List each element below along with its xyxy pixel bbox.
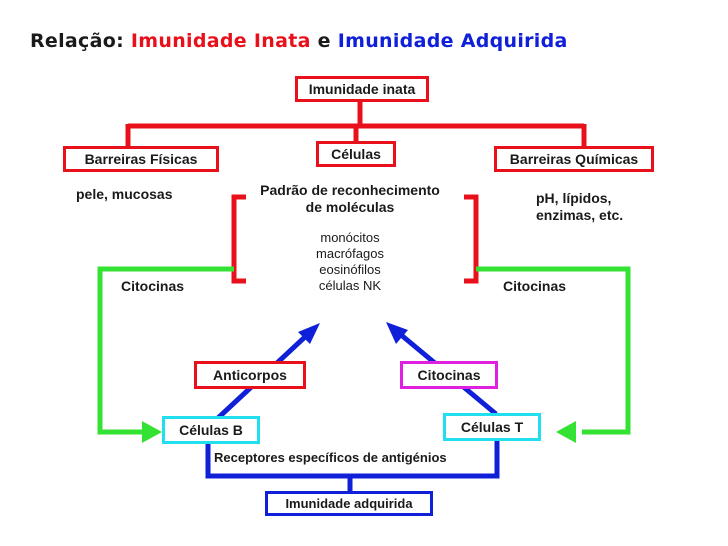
acquired-immunity-box: Imunidade adquirida bbox=[265, 491, 433, 516]
recognition-line-1: Padrão de reconhecimento bbox=[260, 182, 440, 198]
list-item: eosinófilos bbox=[319, 262, 381, 277]
cell-types-list: monócitos macrófagos eosinófilos células… bbox=[282, 230, 418, 294]
cytokine-loop-lines bbox=[97, 266, 631, 435]
recognition-pattern-label: Padrão de reconhecimento de moléculas bbox=[242, 182, 458, 216]
cytokines-right-label: Citocinas bbox=[503, 278, 567, 294]
cytokines-left-label: Citocinas bbox=[121, 278, 185, 294]
arrow-to-t-cells-icon bbox=[556, 421, 576, 443]
page-title: Relação: Imunidade Inata e Imunidade Adq… bbox=[30, 30, 568, 52]
title-acquired: Imunidade Adquirida bbox=[337, 30, 568, 52]
green-arrowheads bbox=[142, 421, 576, 443]
receptors-label: Receptores específicos de antigénios bbox=[214, 450, 447, 465]
list-item: macrófagos bbox=[316, 246, 384, 261]
chemical-line-1: pH, lípidos, bbox=[536, 190, 612, 206]
cells-box: Células bbox=[316, 141, 396, 167]
recognition-line-2: de moléculas bbox=[305, 199, 395, 215]
physical-barriers-examples: pele, mucosas bbox=[76, 186, 173, 202]
antibodies-box: Anticorpos bbox=[194, 361, 306, 389]
acquired-bracket-lines bbox=[205, 438, 500, 493]
arrow-up-left-icon bbox=[298, 323, 320, 344]
chemical-barriers-box: Barreiras Químicas bbox=[494, 146, 654, 172]
title-connector: e bbox=[317, 30, 331, 52]
chemical-line-2: enzimas, etc. bbox=[536, 207, 624, 223]
title-innate: Imunidade Inata bbox=[130, 30, 311, 52]
arrow-to-b-cells-icon bbox=[142, 421, 162, 443]
list-item: monócitos bbox=[320, 230, 380, 245]
list-item: células NK bbox=[318, 278, 382, 293]
t-cells-box: Células T bbox=[443, 413, 541, 441]
chemical-barriers-examples: pH, lípidos, enzimas, etc. bbox=[536, 190, 623, 224]
b-cells-box: Células B bbox=[162, 416, 260, 444]
arrow-up-right-icon bbox=[386, 322, 408, 344]
cytokines-box: Citocinas bbox=[400, 361, 498, 389]
blue-arrowheads bbox=[298, 322, 408, 344]
physical-barriers-box: Barreiras Físicas bbox=[63, 146, 219, 172]
innate-tree-lines bbox=[125, 101, 587, 148]
recognition-brackets bbox=[231, 194, 479, 284]
title-prefix: Relação: bbox=[30, 30, 124, 52]
innate-immunity-box: Imunidade inata bbox=[295, 76, 429, 102]
